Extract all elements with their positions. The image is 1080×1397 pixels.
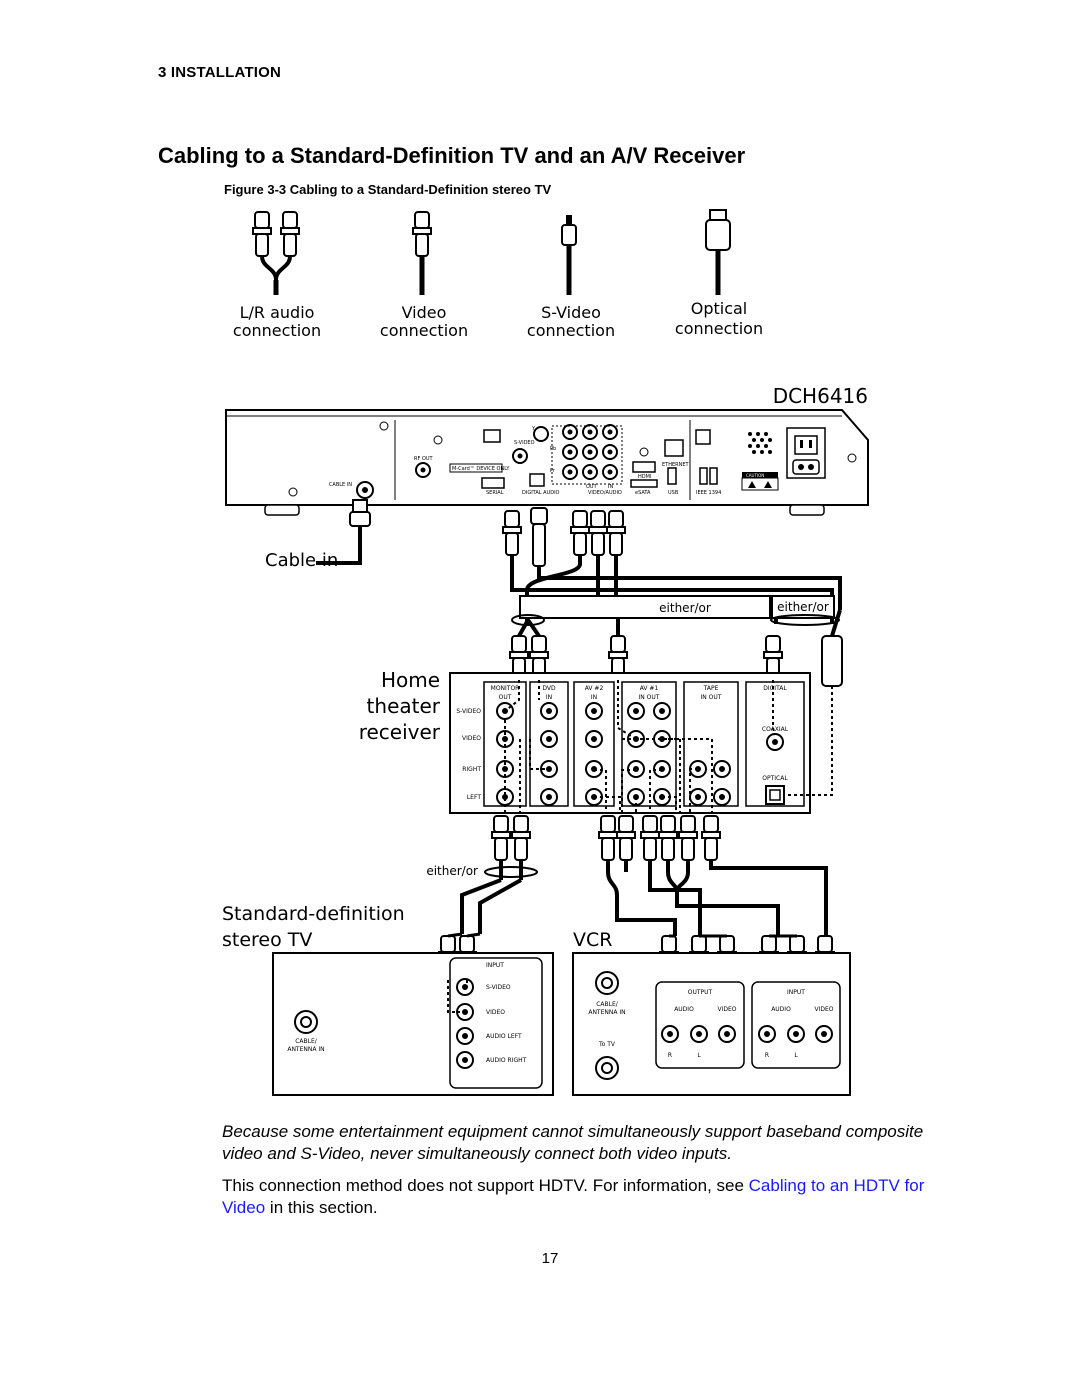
- video-label-1: Video: [402, 303, 447, 322]
- svg-text:ETHERNET: ETHERNET: [662, 462, 690, 468]
- receiver-output-plugs: [460, 814, 828, 936]
- device-name: DCH6416: [773, 384, 868, 408]
- svg-text:either/or: either/or: [659, 601, 711, 615]
- vcr-label: VCR: [573, 929, 612, 951]
- svg-text:SERIAL: SERIAL: [486, 490, 504, 496]
- svg-text:L: L: [697, 1052, 701, 1059]
- svg-text:INPUT: INPUT: [787, 989, 805, 996]
- svg-text:M-Card™ DEVICE ONLY: M-Card™ DEVICE ONLY: [452, 466, 510, 472]
- svg-text:VIDEO: VIDEO: [486, 1009, 505, 1016]
- svg-text:OPTICAL: OPTICAL: [762, 775, 788, 782]
- optical-label-1: Optical: [691, 299, 748, 318]
- svg-text:COAXIAL: COAXIAL: [762, 726, 789, 733]
- receiver-input-plugs: [508, 609, 843, 687]
- svg-text:VIDEO: VIDEO: [462, 735, 481, 742]
- svg-text:L: L: [794, 1052, 798, 1059]
- svg-text:USB: USB: [668, 490, 679, 496]
- svg-text:Pb: Pb: [550, 446, 556, 452]
- svg-text:INPUT: INPUT: [486, 962, 504, 969]
- svg-text:TAPE: TAPE: [703, 685, 719, 692]
- receiver-label-1: Home: [381, 668, 440, 692]
- svg-text:DIGITAL AUDIO: DIGITAL AUDIO: [522, 490, 560, 496]
- tv-label-2: stereo TV: [222, 929, 312, 951]
- video-label-2: connection: [380, 321, 468, 340]
- body-note: This connection method does not support …: [222, 1175, 957, 1219]
- s-video-connector-icon: [561, 215, 577, 295]
- s-video-label-1: S-Video: [541, 303, 601, 322]
- svg-text:IEEE 1394: IEEE 1394: [696, 490, 721, 496]
- body-note-text: This connection method does not support …: [222, 1176, 749, 1195]
- svg-text:AUDIO: AUDIO: [771, 1006, 791, 1013]
- svg-text:DVD: DVD: [542, 685, 556, 692]
- lr-audio-label-2: connection: [233, 321, 321, 340]
- page-title: Cabling to a Standard-Definition TV and …: [158, 143, 746, 168]
- svg-text:RIGHT: RIGHT: [462, 766, 481, 773]
- receiver-back-panel: MONITOR OUT DVD IN AV #2 IN AV #1 IN OUT…: [449, 672, 833, 814]
- svg-text:HDMI: HDMI: [638, 474, 651, 480]
- svg-text:IN OUT: IN OUT: [701, 694, 722, 701]
- svg-text:S-VIDEO: S-VIDEO: [486, 984, 511, 991]
- svg-text:Y: Y: [531, 426, 536, 432]
- svg-text:Pr: Pr: [550, 468, 556, 474]
- svg-text:AUDIO LEFT: AUDIO LEFT: [486, 1033, 522, 1040]
- svg-text:S-VIDEO: S-VIDEO: [514, 440, 535, 446]
- svg-text:VIDEO: VIDEO: [814, 1006, 833, 1013]
- lr-audio-connector-icon: [252, 211, 300, 295]
- either-or-tags: either/or either/or: [511, 595, 840, 626]
- hdtv-cabling-link[interactable]: Cabling to an HDTV for Video: [222, 1176, 925, 1217]
- svg-text:CABLE IN: CABLE IN: [329, 482, 352, 488]
- svg-text:ANTENNA IN: ANTENNA IN: [287, 1046, 324, 1053]
- svg-text:To TV: To TV: [598, 1041, 616, 1048]
- svg-text:OUT: OUT: [586, 484, 598, 490]
- svg-text:VIDEO/AUDIO: VIDEO/AUDIO: [588, 490, 622, 496]
- section-label: 3 INSTALLATION: [158, 64, 282, 81]
- cabling-diagram: L/R audio connection Video connection S-…: [222, 209, 869, 1096]
- s-video-label-2: connection: [527, 321, 615, 340]
- svg-text:AV #1: AV #1: [640, 685, 659, 692]
- svg-text:eSATA: eSATA: [635, 490, 651, 496]
- svg-text:IN: IN: [546, 694, 552, 701]
- optical-label-2: connection: [675, 319, 763, 338]
- svg-text:ANTENNA IN: ANTENNA IN: [588, 1009, 625, 1016]
- warning-note: Because some entertainment equipment can…: [222, 1122, 924, 1163]
- svg-text:DIGITAL: DIGITAL: [763, 685, 787, 692]
- either-or-tv-label: either/or: [426, 864, 478, 878]
- optical-connector-icon: [705, 209, 731, 295]
- svg-text:R: R: [765, 1052, 769, 1059]
- svg-text:CABLE/: CABLE/: [295, 1038, 318, 1045]
- body-note-tail: in this section.: [265, 1198, 378, 1217]
- svg-text:CABLE/: CABLE/: [596, 1001, 619, 1008]
- svg-text:IN: IN: [608, 484, 613, 490]
- svg-text:CAUTION: CAUTION: [746, 473, 764, 478]
- svg-text:RF OUT: RF OUT: [414, 456, 434, 462]
- video-connector-icon: [412, 211, 432, 295]
- receiver-label-2: theater: [367, 694, 441, 718]
- svg-text:OUTPUT: OUTPUT: [688, 989, 713, 996]
- lr-audio-label-1: L/R audio: [240, 303, 315, 322]
- receiver-label-3: receiver: [359, 720, 441, 744]
- svg-text:either/or: either/or: [777, 600, 829, 614]
- svg-text:IN OUT: IN OUT: [639, 694, 660, 701]
- svg-text:MONITOR: MONITOR: [491, 685, 520, 692]
- vcr-back-panel: OUTPUT INPUT AUDIO VIDEO AUDIO VIDEO R L…: [572, 934, 851, 1096]
- svg-text:IN: IN: [591, 694, 597, 701]
- svg-text:VIDEO: VIDEO: [717, 1006, 736, 1013]
- svg-text:OUT: OUT: [499, 694, 512, 701]
- svg-text:AUDIO RIGHT: AUDIO RIGHT: [486, 1057, 527, 1064]
- tv-back-panel: INPUT S-VIDEO VIDEO AUDIO LEFT AUDIO RIG…: [272, 932, 554, 1096]
- set-top-box-back-panel: CABLE IN RF OUT M-Card™ DEVICE ONLY SERI…: [225, 409, 869, 516]
- svg-text:LEFT: LEFT: [467, 794, 481, 801]
- figure-caption: Figure 3-3 Cabling to a Standard-Definit…: [224, 182, 552, 197]
- page-number: 17: [541, 1250, 559, 1267]
- svg-text:AUDIO: AUDIO: [674, 1006, 694, 1013]
- tv-label-1: Standard-definition: [222, 903, 405, 925]
- svg-text:AV #2: AV #2: [585, 685, 604, 692]
- svg-text:S-VIDEO: S-VIDEO: [456, 708, 481, 715]
- cable-in-label: Cable in: [265, 550, 338, 571]
- svg-text:R: R: [668, 1052, 672, 1059]
